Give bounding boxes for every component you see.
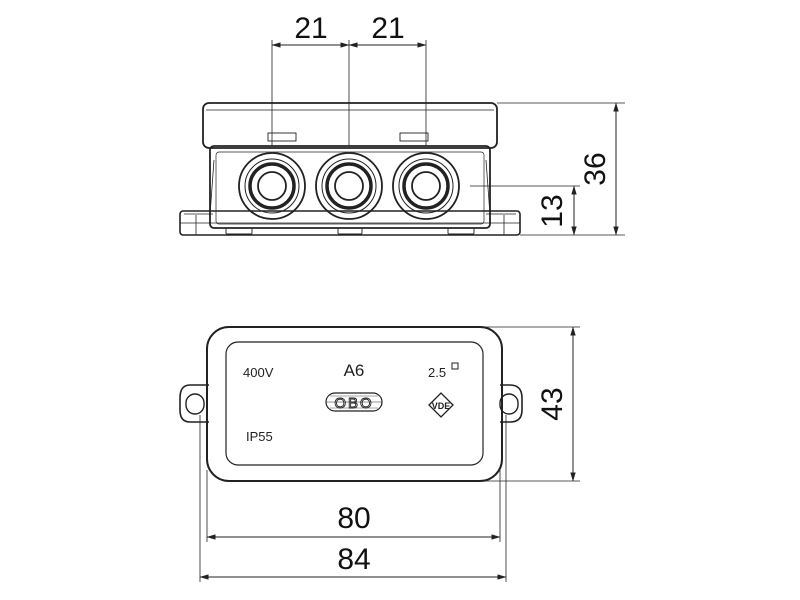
voltage-marking: 400V [243, 365, 274, 380]
model-marking: A6 [344, 361, 365, 380]
lid-inner-panel [225, 341, 484, 466]
cable-entry-right [392, 152, 460, 220]
vde-mark-text: VDE [432, 401, 451, 411]
dimension-heights: 36 13 [470, 102, 625, 236]
mounting-lug-left [179, 384, 209, 423]
obo-logo-text: OBO [334, 395, 373, 412]
obo-logo: OBO [325, 392, 383, 412]
dimension-widths: 80 84 [199, 415, 507, 582]
dimension-height-entry: 13 [536, 194, 569, 227]
dimension-spacing: 21 21 [271, 12, 427, 146]
dimension-depth: 43 [480, 326, 580, 482]
lid [202, 102, 498, 149]
housing-body [209, 145, 491, 235]
dimension-depth-value: 43 [536, 387, 569, 420]
cable-entry-middle [315, 152, 383, 220]
dimension-height-total: 36 [579, 152, 612, 185]
dimension-spacing-right: 21 [371, 12, 404, 45]
top-view: 400V A6 2.5 IP55 OBO VDE 43 [179, 326, 580, 582]
cable-entry-left [238, 152, 306, 220]
mounting-lug-right [499, 384, 523, 423]
housing-outline [206, 326, 503, 482]
dimension-spacing-left: 21 [294, 12, 327, 45]
dimension-width-inner: 80 [337, 502, 370, 535]
square-mm-icon [451, 362, 459, 370]
vde-certification-icon: VDE [428, 392, 454, 418]
cross-section-marking: 2.5 [428, 365, 446, 380]
protection-marking: IP55 [246, 429, 273, 444]
dimension-width-outer: 84 [337, 543, 370, 576]
front-view: 21 21 36 13 [179, 12, 625, 236]
base-flange [179, 210, 521, 236]
